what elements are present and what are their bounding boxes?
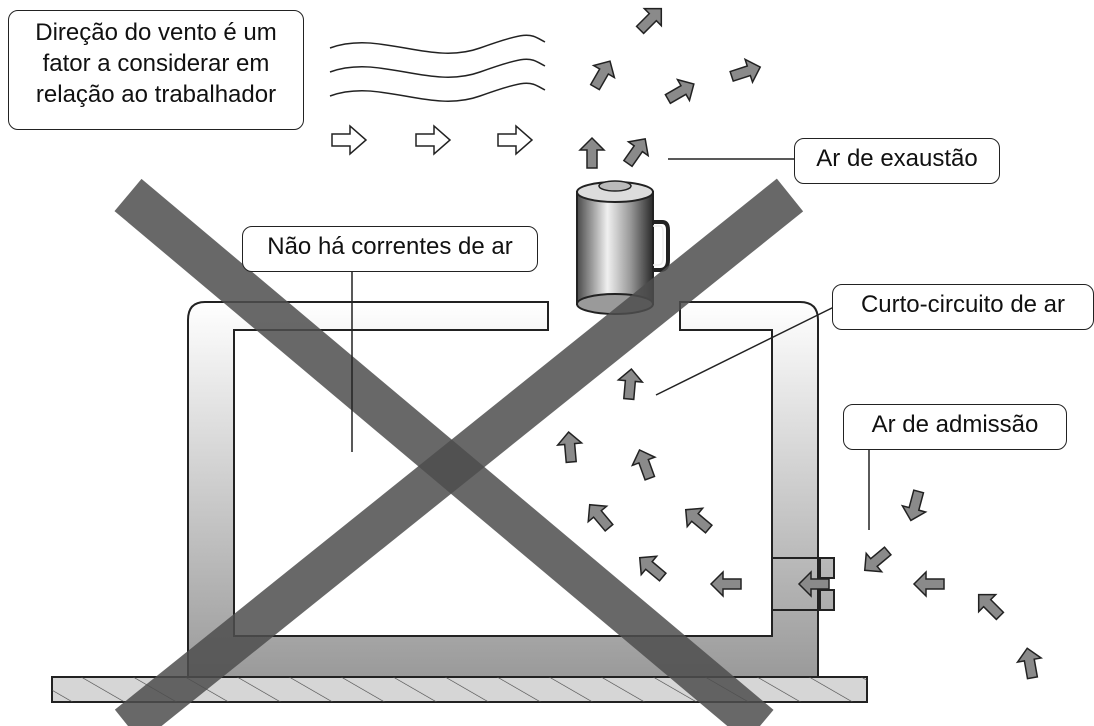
wind-arrows xyxy=(331,124,534,156)
wind-direction-line-2: fator a considerar em xyxy=(42,50,270,77)
wind-direction-note: Direção do vento é um fator a considerar… xyxy=(8,10,304,130)
large-x-mark xyxy=(114,178,804,726)
wind-direction-line-3: relação ao trabalhador xyxy=(35,81,277,108)
exhaust-fan xyxy=(576,180,670,315)
air-short-circuit-label: Curto-circuito de ar xyxy=(832,284,1094,330)
wind-direction-line-1: Direção do vento é um xyxy=(35,19,277,46)
no-air-currents-label: Não há correntes de ar xyxy=(242,226,538,272)
exhaust-air-label: Ar de exaustão xyxy=(794,138,1000,184)
airflow-arrows xyxy=(555,7,1044,680)
wind-lines xyxy=(329,34,546,102)
intake-air-label: Ar de admissão xyxy=(843,404,1067,450)
leader-lines xyxy=(351,158,870,530)
